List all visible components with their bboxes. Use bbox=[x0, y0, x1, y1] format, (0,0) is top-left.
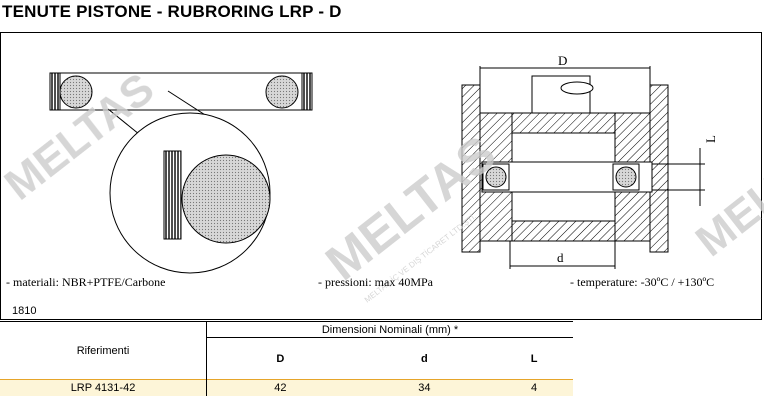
row-d: 34 bbox=[353, 379, 496, 396]
dim-D-label: D bbox=[558, 53, 567, 68]
row-L: 4 bbox=[495, 379, 573, 396]
dim-d-label: d bbox=[557, 250, 564, 265]
col-header-d: d bbox=[421, 352, 428, 365]
watermark-text-3: MELTAS bbox=[687, 120, 764, 266]
row-D: 42 bbox=[206, 379, 354, 396]
spec-pressure: - pressioni: max 40MPa bbox=[318, 275, 433, 289]
ring-section-drawing bbox=[49, 72, 313, 274]
dims-group-header: Dimensioni Nominali (mm) * bbox=[206, 320, 573, 339]
spec-materials: - materiali: NBR+PTFE/Carbone bbox=[6, 275, 166, 289]
row-ref: LRP 4131-42 bbox=[0, 379, 207, 396]
col-header-L: L bbox=[530, 352, 538, 365]
spec-temperature: - temperature: -30ºC / +130ºC bbox=[570, 275, 715, 289]
page-title: TENUTE PISTONE - RUBRORING LRP - D bbox=[2, 2, 342, 21]
dim-L-label: L bbox=[703, 135, 718, 143]
catalog-code: 1810 bbox=[12, 305, 37, 317]
assembly-section-drawing: D d L bbox=[461, 53, 718, 269]
technical-drawing: D d L MELTAS MELTAS MELTAS MELTAŞ İÇ VE … bbox=[0, 53, 764, 305]
drawing-frame bbox=[0, 32, 762, 320]
col-header-D: D bbox=[276, 352, 285, 365]
dimensions-table: Riferimenti Dimensioni Nominali (mm) * D… bbox=[0, 320, 573, 396]
ref-header: Riferimenti bbox=[0, 321, 207, 380]
table-row: LRP 4131-42 42 34 4 bbox=[0, 379, 573, 396]
